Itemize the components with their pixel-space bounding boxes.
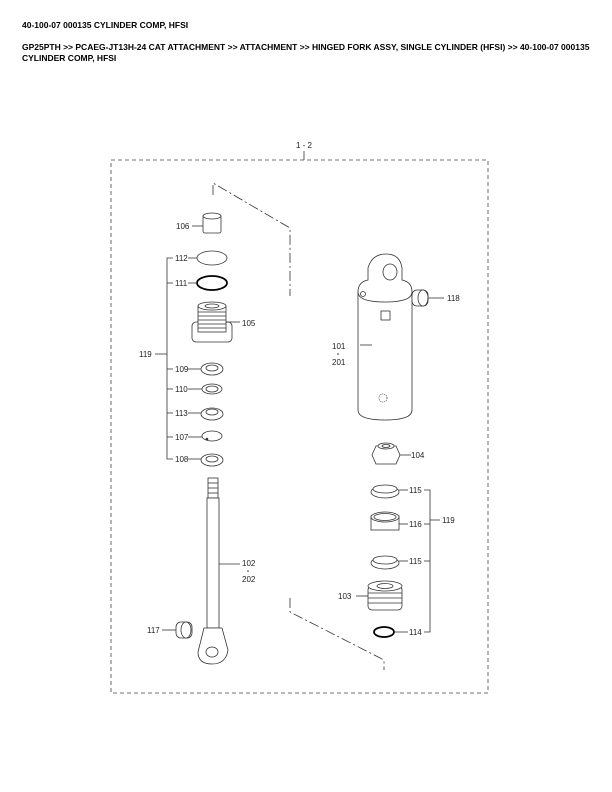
assembly-boundary bbox=[110, 159, 489, 694]
part-118-bushing bbox=[411, 289, 429, 307]
part-115-ring-upper bbox=[370, 484, 400, 499]
part-107-snap-ring bbox=[201, 430, 223, 442]
part-114-oring bbox=[373, 626, 395, 638]
bracket-119-left bbox=[166, 257, 173, 460]
callout-106: 106 bbox=[176, 222, 190, 231]
callout-116: 116 bbox=[409, 520, 422, 529]
callout-108: 108 bbox=[175, 455, 189, 464]
callout-107: 107 bbox=[175, 433, 189, 442]
callout-separator-dot bbox=[337, 353, 339, 355]
callout-separator-dot bbox=[247, 570, 249, 572]
part-101-cylinder-tube bbox=[357, 253, 413, 421]
part-102-piston-rod bbox=[197, 477, 229, 665]
guide-line-lower bbox=[289, 598, 385, 670]
part-106-bushing bbox=[202, 212, 222, 234]
callout-103: 103 bbox=[338, 592, 352, 601]
callout-115-lower: 115 bbox=[409, 557, 422, 566]
callout-105: 105 bbox=[242, 319, 256, 328]
part-116-wear-ring bbox=[370, 511, 400, 531]
callout-118: 118 bbox=[447, 294, 460, 303]
callout-109: 109 bbox=[175, 365, 189, 374]
part-109-seal bbox=[200, 362, 224, 376]
part-112-ring bbox=[196, 250, 228, 266]
part-110-ring bbox=[201, 383, 223, 395]
callout-111: 111 bbox=[175, 279, 188, 288]
callout-119-right: 119 bbox=[442, 516, 455, 525]
part-105-gland bbox=[191, 301, 233, 343]
callout-201: 201 bbox=[332, 358, 346, 367]
page-title: 40-100-07 000135 CYLINDER COMP, HFSI bbox=[22, 20, 189, 30]
callout-102: 102 bbox=[242, 559, 256, 568]
callout-101: 101 bbox=[332, 342, 346, 351]
breadcrumb: GP25PTH >> PCAEG-JT13H-24 CAT ATTACHMENT… bbox=[22, 42, 590, 63]
callout-110: 110 bbox=[175, 385, 188, 394]
part-115-ring-lower bbox=[370, 555, 400, 570]
guide-line-upper bbox=[212, 182, 291, 296]
part-111-oring bbox=[196, 275, 228, 291]
callout-112: 112 bbox=[175, 254, 188, 263]
part-103-piston bbox=[367, 580, 403, 611]
callout-104: 104 bbox=[411, 451, 425, 460]
callout-113: 113 bbox=[175, 409, 188, 418]
callout-114: 114 bbox=[409, 628, 422, 637]
part-117-bushing bbox=[175, 621, 193, 639]
part-104-nut bbox=[371, 442, 401, 465]
callout-119-left: 119 bbox=[139, 350, 152, 359]
callout-117: 117 bbox=[147, 626, 160, 635]
callout-202: 202 bbox=[242, 575, 256, 584]
part-113-seal bbox=[200, 407, 224, 421]
part-108-wiper bbox=[200, 453, 224, 467]
assembly-label: 1 - 2 bbox=[296, 141, 313, 150]
callout-115-upper: 115 bbox=[409, 486, 422, 495]
